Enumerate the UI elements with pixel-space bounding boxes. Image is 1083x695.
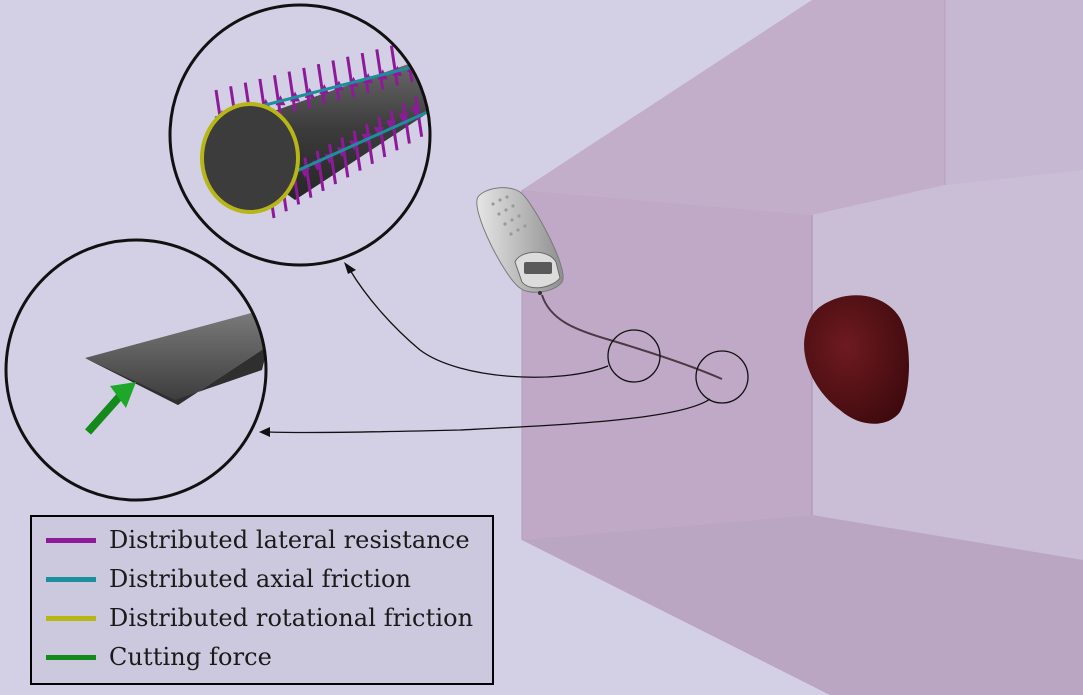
arrowhead-shaft — [344, 262, 356, 274]
lateral-arrow-shaft — [377, 116, 387, 158]
lateral-arrow-shaft — [303, 157, 313, 198]
lateral-arrow-shaft — [331, 60, 341, 101]
legend-swatch — [46, 654, 96, 660]
legend-swatch — [46, 576, 96, 582]
legend-label: Cutting force — [109, 643, 272, 671]
legend-label: Distributed axial friction — [109, 565, 412, 593]
needle-path — [541, 294, 723, 380]
tissue-block — [521, 0, 1083, 695]
arrowhead-tip — [259, 427, 270, 437]
legend-label: Distributed lateral resistance — [109, 526, 470, 554]
lateral-arrow-shaft — [389, 45, 399, 86]
lateral-arrow-head — [386, 120, 397, 131]
legend-swatch — [46, 615, 96, 621]
lateral-arrow-shaft — [352, 130, 362, 171]
zoom-circle-shaft — [168, 3, 432, 267]
shaft-cross-section — [200, 102, 300, 214]
lateral-arrow-shaft — [340, 137, 350, 178]
detail-circle-tip — [695, 350, 749, 404]
lateral-arrow-shaft — [287, 71, 297, 112]
legend-item-cutting: Cutting force — [46, 638, 272, 676]
lateral-arrow-shaft — [315, 150, 325, 192]
lateral-arrow-shaft — [346, 56, 356, 97]
lateral-arrow-shaft — [328, 143, 338, 185]
lateral-arrow-shaft — [272, 75, 282, 116]
lateral-arrow-shaft — [316, 63, 326, 105]
lateral-arrow-head — [373, 127, 384, 138]
target-tumor — [804, 295, 909, 424]
zoom-circle-tip — [4, 238, 268, 502]
legend-item-rotational: Distributed rotational friction — [46, 599, 473, 637]
lateral-arrow-shaft — [401, 103, 411, 144]
detail-circle-shaft — [607, 329, 661, 383]
lateral-arrow-shaft — [360, 52, 370, 94]
connector-tip — [267, 398, 711, 434]
lateral-arrow-head — [410, 106, 421, 117]
legend-item-axial: Distributed axial friction — [46, 560, 411, 598]
cutting-force-arrow — [85, 382, 136, 435]
legend-swatch — [46, 537, 96, 543]
lateral-arrow-head — [398, 113, 409, 124]
legend-label: Distributed rotational friction — [109, 604, 474, 632]
lateral-arrow-shaft — [302, 67, 312, 109]
lateral-arrow-shaft — [389, 110, 399, 151]
legend-item-lateral: Distributed lateral resistance — [46, 521, 470, 559]
robot-device — [476, 187, 564, 295]
lateral-arrow-shaft — [364, 123, 374, 165]
legend: Distributed lateral resistance Distribut… — [30, 515, 494, 685]
lateral-arrow-shaft — [375, 49, 385, 90]
lateral-arrow-head — [299, 167, 310, 178]
connector-shaft — [349, 269, 609, 378]
